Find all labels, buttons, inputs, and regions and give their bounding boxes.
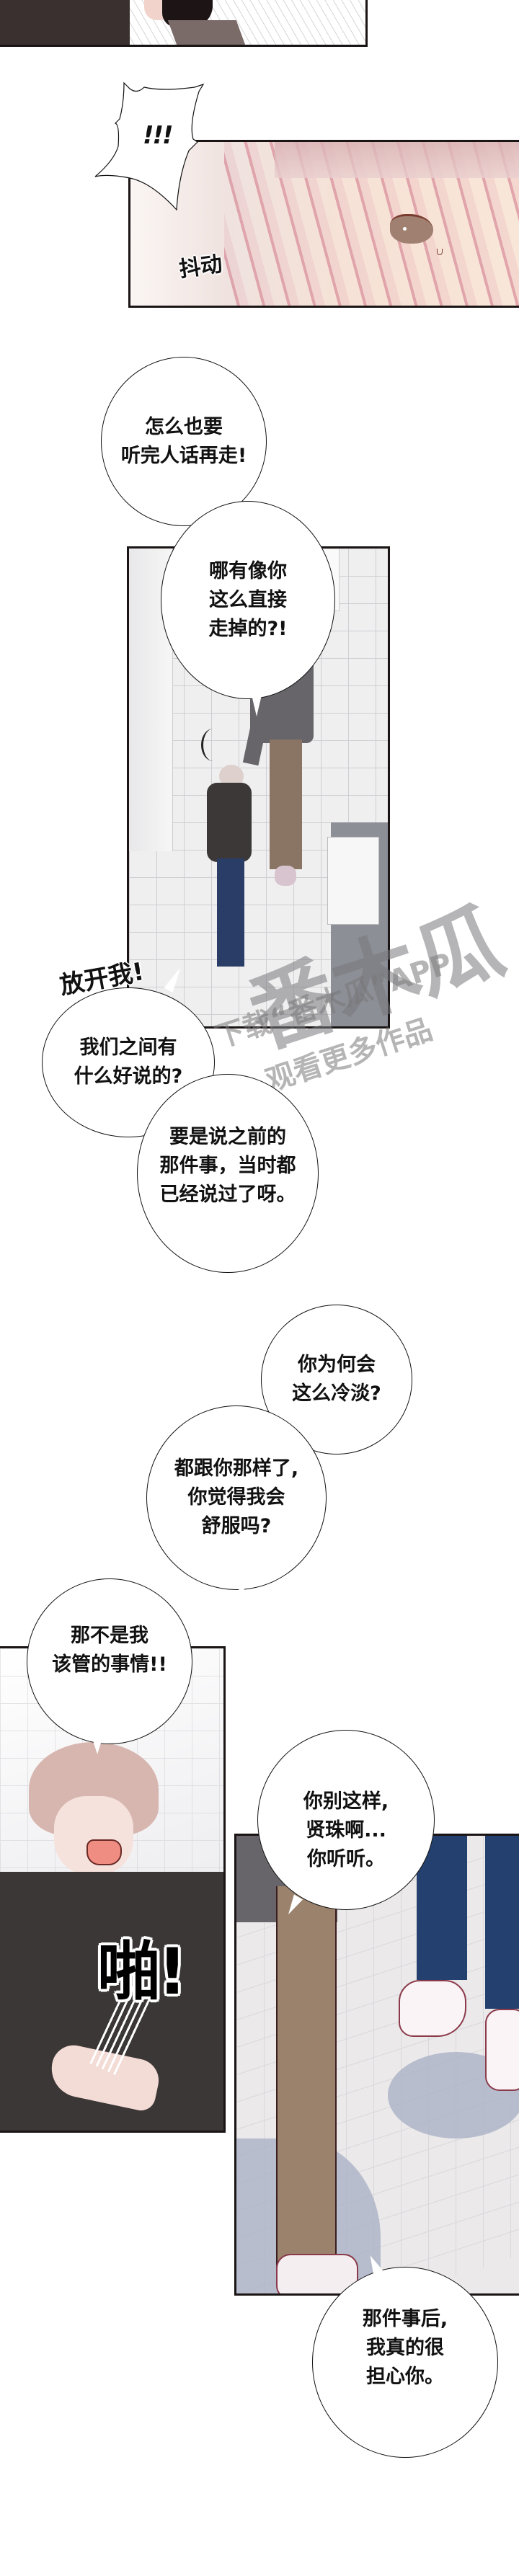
- khaki-pants-leg: [276, 1886, 337, 2268]
- exclaim-burst: !!!: [94, 81, 231, 211]
- neck-shadow: [167, 20, 247, 45]
- sweat-drop: [437, 249, 443, 255]
- speech-bubble-h: 你别这样, 贤珠啊... 你听听。: [257, 1730, 435, 1910]
- motion-lines: [201, 729, 225, 761]
- tall-man-shoes: [275, 866, 296, 886]
- sfx-slap: 啪!: [97, 1935, 187, 2009]
- eye: [390, 214, 433, 244]
- bubble-h-text: 你别这样, 贤珠啊... 你听听。: [303, 1790, 389, 1870]
- bubble-f-text: 都跟你那样了, 你觉得我会 舒服吗?: [174, 1457, 299, 1537]
- panel-masked-character: [0, 0, 368, 47]
- short-char-sweater: [207, 783, 252, 862]
- bubble-f-tail: [236, 1582, 247, 1598]
- bubble-b-tail: [251, 692, 262, 716]
- sfx-tremble: 抖动: [177, 251, 224, 283]
- speech-bubble-b: 哪有像你 这么直接 走掉的?!: [161, 501, 335, 699]
- sneaker-right: [485, 2009, 519, 2091]
- bubble-e-text: 你为何会 这么冷淡?: [292, 1354, 381, 1405]
- jeans-right-leg: [485, 1836, 519, 2009]
- eye-highlight: [403, 227, 407, 231]
- character-mouth: [86, 1839, 122, 1865]
- hair-top: [275, 142, 519, 178]
- sfx-exclaim: !!!: [143, 121, 174, 150]
- bubble-g-text: 那不是我 该管的事情!!: [52, 1625, 167, 1676]
- tall-man-pants: [270, 740, 302, 869]
- burst-shape: [94, 81, 205, 211]
- sneaker-left: [399, 1980, 466, 2037]
- bubble-b-text: 哪有像你 这么直接 走掉的?!: [208, 559, 288, 640]
- bubble-c-text: 我们之间有 什么好说的?: [74, 1036, 183, 1088]
- short-char-jeans: [217, 858, 244, 967]
- panel-eye-closeup: [128, 140, 519, 308]
- panel-shocked-character: [0, 1646, 226, 2133]
- speech-bubble-g: 那不是我 该管的事情!!: [27, 1578, 192, 1744]
- speech-bubble-a: 怎么也要 听完人话再走!: [101, 357, 267, 526]
- speech-bubble-i: 那件事后, 我真的很 担心你。: [312, 2267, 498, 2458]
- speech-bubble-f: 都跟你那样了, 你觉得我会 舒服吗?: [146, 1405, 327, 1590]
- bubble-g-tail: [92, 1738, 102, 1754]
- bubble-d-text: 要是说之前的 那件事，当时都 已经说过了呀。: [159, 1126, 296, 1206]
- speech-bubble-d: 要是说之前的 那件事，当时都 已经说过了呀。: [137, 1074, 319, 1273]
- cabinet: [327, 837, 379, 925]
- khaki-shoe: [276, 2254, 358, 2293]
- dark-coat: [0, 0, 130, 45]
- bubble-i-text: 那件事后, 我真的很 担心你。: [362, 2307, 448, 2388]
- bubble-a-text: 怎么也要 听完人话再走!: [120, 415, 247, 467]
